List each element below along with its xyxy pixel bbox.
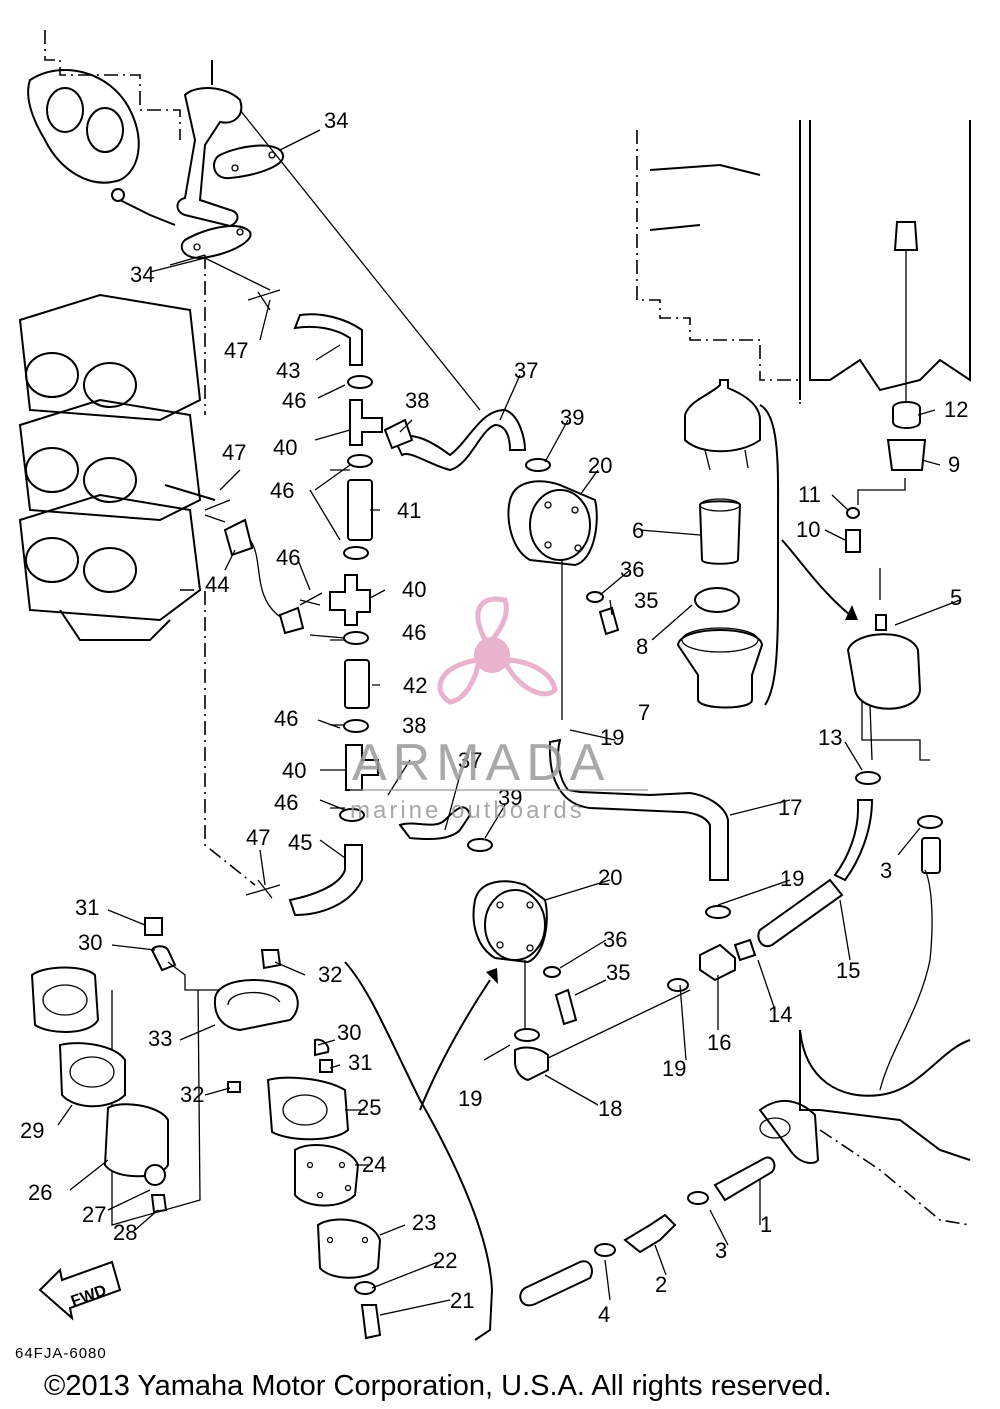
callout: 46 xyxy=(270,478,294,503)
callout: 37 xyxy=(514,358,538,383)
upper-fuel-pump xyxy=(239,109,620,720)
callout: 38 xyxy=(405,388,429,413)
watermark-brand: ARMADA xyxy=(352,734,610,792)
fwd-label: FWD xyxy=(69,1282,109,1310)
callout: 25 xyxy=(357,1095,381,1120)
callout: 6 xyxy=(632,518,644,543)
callout: 41 xyxy=(397,498,421,523)
callout: 36 xyxy=(620,557,644,582)
callout: 38 xyxy=(402,713,426,738)
fuel-filter-assembly xyxy=(676,379,858,709)
callout: 15 xyxy=(836,958,860,983)
carburetor-stack xyxy=(18,293,202,641)
intake-manifold xyxy=(27,30,285,260)
callout: 19 xyxy=(458,1086,482,1111)
callout: 40 xyxy=(402,577,426,602)
callout: 16 xyxy=(707,1030,731,1055)
callout: 40 xyxy=(273,435,297,460)
callout: 18 xyxy=(598,1096,622,1121)
callout: 37 xyxy=(458,748,482,773)
callout: 19 xyxy=(600,725,624,750)
callout: 47 xyxy=(246,825,270,850)
callout: 1 xyxy=(760,1212,772,1237)
watermark-tagline: marine outboards xyxy=(350,797,585,824)
lower-fuel-pump xyxy=(398,806,691,1082)
callout: 31 xyxy=(348,1050,372,1075)
callout: 47 xyxy=(222,440,246,465)
callout: 32 xyxy=(180,1082,204,1107)
callout: 45 xyxy=(288,830,312,855)
callout: 5 xyxy=(950,585,962,610)
callout: 46 xyxy=(274,706,298,731)
callout: 4 xyxy=(598,1302,610,1327)
armada-watermark: ARMADA marine outboards xyxy=(350,596,648,824)
fuel-filter-5 xyxy=(833,221,943,882)
fwd-arrow: FWD xyxy=(38,1260,122,1321)
callout: 35 xyxy=(634,588,658,613)
callout: 35 xyxy=(606,960,630,985)
callout: 34 xyxy=(324,108,348,133)
callout-leaders xyxy=(57,129,961,1316)
callout: 14 xyxy=(768,1002,792,1027)
callout: 32 xyxy=(318,962,342,987)
callout: 24 xyxy=(362,1152,386,1177)
callout: 46 xyxy=(274,790,298,815)
callout: 28 xyxy=(113,1220,137,1245)
callout: 42 xyxy=(403,673,427,698)
callout: 3 xyxy=(715,1238,727,1263)
diagram-code: 64FJA-6080 xyxy=(15,1345,107,1362)
callout: 33 xyxy=(148,1026,172,1051)
callout: 12 xyxy=(944,397,968,422)
callout: 46 xyxy=(402,620,426,645)
callout: 44 xyxy=(205,572,229,597)
callout: 23 xyxy=(412,1210,436,1235)
callout: 19 xyxy=(780,866,804,891)
callout: 40 xyxy=(282,758,306,783)
callout: 20 xyxy=(588,453,612,478)
callout: 39 xyxy=(560,405,584,430)
callout: 17 xyxy=(778,795,802,820)
propeller-logo-icon xyxy=(474,637,510,673)
callout: 34 xyxy=(130,262,154,287)
callout: 43 xyxy=(276,358,300,383)
callout: 10 xyxy=(796,517,820,542)
callout: 11 xyxy=(798,482,821,507)
callout: 30 xyxy=(78,930,102,955)
callout: 20 xyxy=(598,865,622,890)
copyright-notice: ©2013 Yamaha Motor Corporation, U.S.A. A… xyxy=(44,1370,832,1402)
callout: 26 xyxy=(28,1180,52,1205)
callout: 29 xyxy=(20,1118,44,1143)
callout: 7 xyxy=(638,700,650,725)
callout: 8 xyxy=(636,634,648,659)
callout: 47 xyxy=(224,338,248,363)
callout: 19 xyxy=(662,1056,686,1081)
fuel-line-lower-right xyxy=(548,738,844,992)
callout: 13 xyxy=(818,725,842,750)
callout: 46 xyxy=(276,545,300,570)
lower-unit-connector xyxy=(519,869,971,1307)
callout: 9 xyxy=(948,452,960,477)
callout: 22 xyxy=(433,1248,457,1273)
callout: 46 xyxy=(282,388,306,413)
callout: 39 xyxy=(498,785,522,810)
callout: 2 xyxy=(655,1272,667,1297)
callout: 30 xyxy=(337,1020,361,1045)
callout: 27 xyxy=(82,1202,106,1227)
fuel-pump-exploded xyxy=(30,917,498,1341)
callout: 31 xyxy=(75,895,99,920)
center-hoses xyxy=(149,255,383,917)
callout: 21 xyxy=(450,1288,474,1313)
callout-numbers: 1 2 3 3 4 5 6 7 8 9 10 11 12 13 14 15 16… xyxy=(20,108,968,1327)
callout: 3 xyxy=(880,858,892,883)
callout: 36 xyxy=(603,927,627,952)
powerhead-outline xyxy=(636,120,971,405)
